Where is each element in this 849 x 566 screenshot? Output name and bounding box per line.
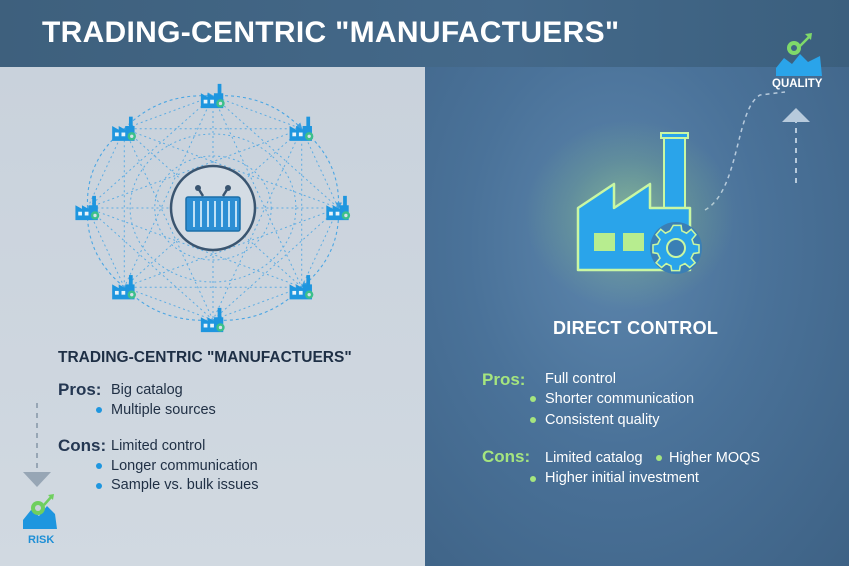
right-pros-item: Consistent quality (545, 412, 660, 428)
network-arrow (211, 286, 303, 324)
network-arrow (212, 95, 303, 130)
bullet-dot (530, 396, 536, 402)
right-cons-item: Higher MOQS (669, 450, 761, 466)
network-arrow (123, 286, 214, 321)
header-bar: TRADING-CENTRIC "MANUFACTUERS" (0, 0, 849, 67)
bullet-dot (96, 483, 102, 489)
network-link (123, 95, 214, 288)
right-section-heading: DIRECT CONTROL (553, 318, 719, 338)
left-cons-label: Cons: (58, 436, 107, 455)
left-section-heading: TRADING-CENTRIC "MANUFACTUERS" (58, 349, 352, 366)
factory-gear-icon (525, 120, 735, 310)
left-pros-label: Pros: (58, 380, 102, 399)
network-link (123, 128, 214, 321)
network-link (212, 95, 339, 209)
page-title: TRADING-CENTRIC "MANUFACTUERS" (42, 16, 620, 49)
network-link (212, 95, 303, 288)
network-link (124, 207, 339, 288)
bullet-dot (656, 455, 662, 461)
left-cons-item: Limited control (111, 438, 206, 454)
left-pros-item: Multiple sources (111, 402, 216, 418)
right-pros-label: Pros: (482, 370, 526, 389)
network-link (124, 286, 214, 321)
network-link (212, 95, 302, 130)
risk-label: RISK (28, 534, 55, 546)
right-cons-item: Limited catalog (545, 450, 643, 466)
right-cons-label: Cons: (482, 447, 531, 466)
risk-icon (23, 403, 57, 529)
right-pros-item: Shorter communication (545, 391, 695, 407)
network-link (124, 95, 214, 130)
network-link (124, 128, 339, 209)
bullet-dot (96, 463, 102, 469)
network-link (87, 95, 214, 209)
shipping-container-icon (169, 164, 257, 252)
network-link (212, 286, 302, 321)
network-link (87, 207, 302, 288)
network-link (212, 207, 339, 321)
network-ring (154, 155, 272, 261)
network-link (212, 128, 303, 321)
bullet-dot (530, 476, 536, 482)
bullet-dot (96, 407, 102, 413)
bullet-dot (530, 417, 536, 423)
network-link (87, 128, 302, 209)
network-ring (129, 133, 297, 283)
right-pros-item: Full control (545, 371, 616, 387)
left-cons-item: Sample vs. bulk issues (111, 477, 259, 493)
left-pros-item: Big catalog (111, 382, 183, 398)
network-link (87, 207, 214, 321)
quality-label: QUALITY (772, 78, 823, 90)
quality-growth-icon (776, 33, 822, 76)
right-cons-item: Higher initial investment (545, 470, 699, 486)
left-cons-item: Longer communication (111, 458, 258, 474)
